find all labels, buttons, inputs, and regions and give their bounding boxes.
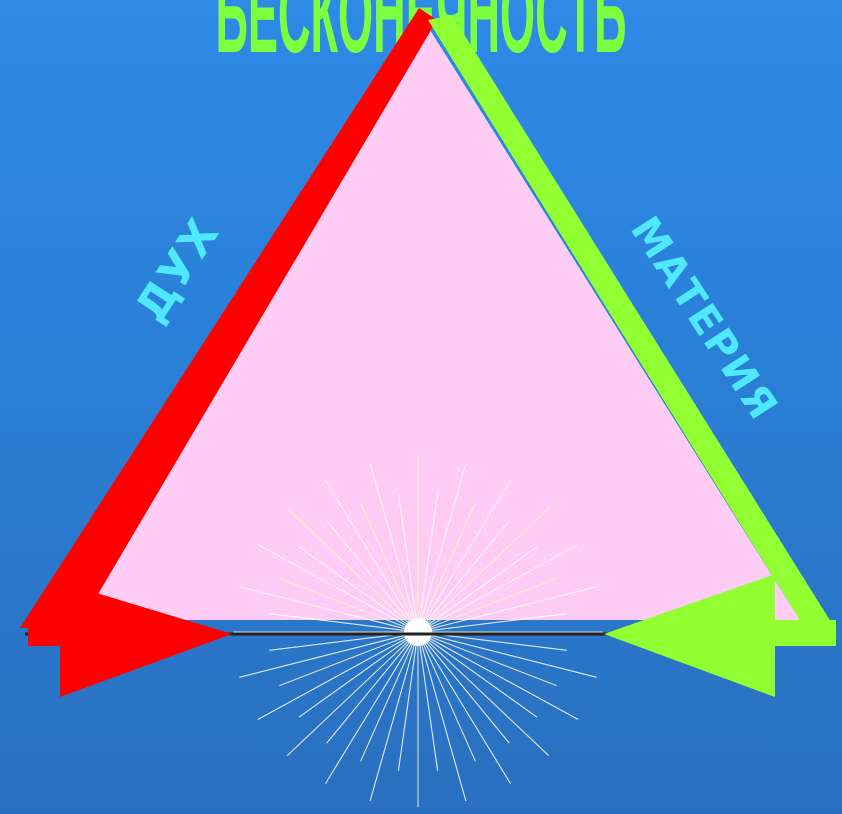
burst-ray bbox=[239, 632, 418, 677]
burst-ray bbox=[287, 632, 418, 756]
left-side-base bbox=[28, 620, 60, 646]
burst-center bbox=[404, 618, 432, 646]
burst-ray bbox=[418, 632, 466, 801]
burst-ray bbox=[418, 632, 597, 677]
burst-ray bbox=[418, 632, 511, 784]
right-side-base bbox=[775, 620, 836, 646]
burst-ray bbox=[258, 632, 418, 720]
burst-ray bbox=[326, 632, 419, 784]
left-side-label: ДУХ bbox=[126, 209, 230, 332]
burst-ray bbox=[418, 632, 578, 720]
burst-ray bbox=[370, 632, 418, 801]
starburst bbox=[233, 457, 603, 807]
burst-ray bbox=[418, 632, 549, 756]
